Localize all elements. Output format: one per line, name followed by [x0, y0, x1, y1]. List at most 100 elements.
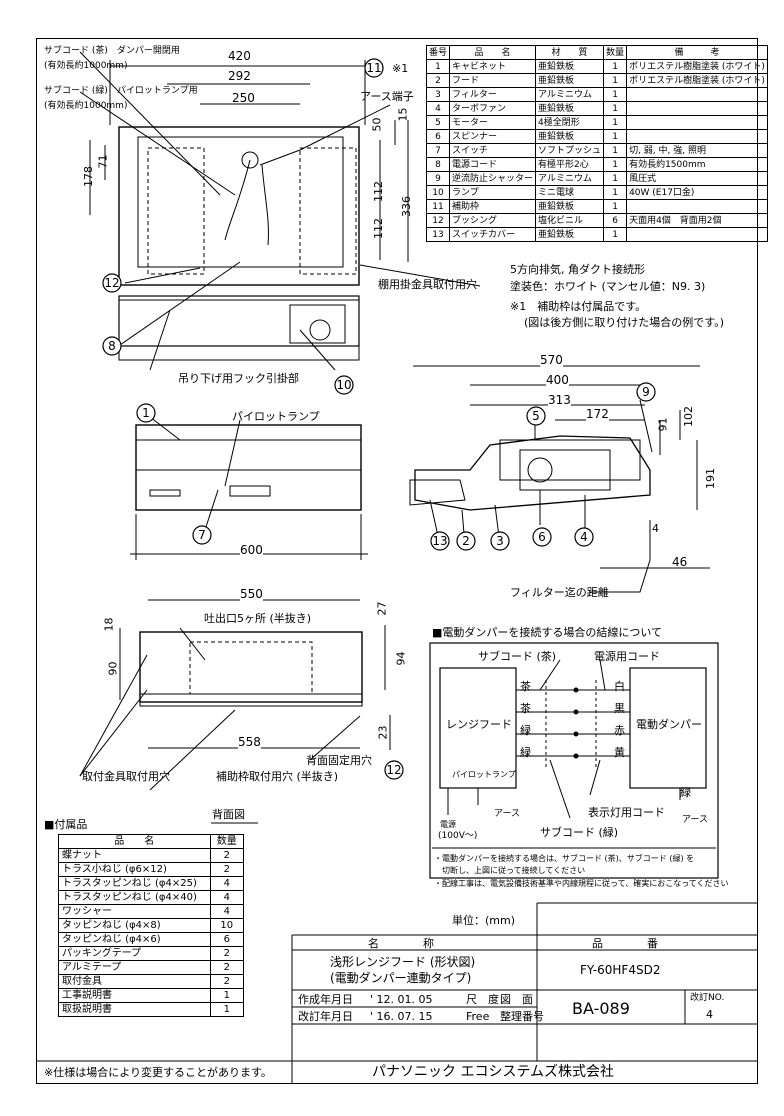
wiring-green-label: 緑 — [680, 786, 691, 799]
callout-2: 2 — [456, 531, 476, 551]
aux-frame-note: ※1 補助枠は付属品です。 — [510, 300, 647, 313]
dim-250: 250 — [232, 91, 255, 105]
spec-header-3: 数量 — [603, 45, 628, 60]
created-date: ' 12. 01. 05 — [370, 993, 433, 1006]
acc-row: トラス小ねじ (φ6×12)2 — [58, 862, 245, 877]
revised-label: 改訂年月日 — [298, 1010, 353, 1023]
spec-cell: 4極全閉形 — [535, 115, 605, 130]
spec-cell: 1 — [603, 59, 628, 74]
spec-cell: 9 — [425, 171, 451, 186]
spec-cell: アルミニウム — [535, 87, 605, 102]
spec-cell: 有効長約1500mm — [626, 157, 768, 172]
dim-172: 172 — [586, 407, 609, 421]
dim-336: 336 — [400, 196, 413, 217]
dim-570: 570 — [540, 353, 563, 367]
top-view-drawing — [79, 51, 481, 371]
acc-cell: 1 — [209, 1002, 245, 1017]
spec-cell: 40W (E17口金) — [626, 185, 768, 200]
spec-cell: 1 — [603, 129, 628, 144]
spec-cell: 1 — [603, 73, 628, 88]
wiring-earth-2: アース — [682, 815, 709, 825]
acc-row: タッピンねじ (φ4×6)6 — [58, 932, 245, 947]
pilot-lamp-label: パイロットランプ — [232, 410, 320, 423]
svg-text:13: 13 — [432, 534, 447, 548]
acc-cell: 4 — [209, 890, 245, 905]
acc-cell: タッピンねじ (φ4×8) — [58, 918, 211, 933]
outlet-label: 吐出口5ヶ所 (半抜き) — [204, 612, 312, 625]
accessories-title: ■付属品 — [44, 818, 88, 831]
spec-cell: 1 — [603, 227, 628, 242]
dim-600: 600 — [240, 543, 263, 557]
scale-label: 尺 度 — [466, 993, 499, 1006]
dim-400: 400 — [546, 373, 569, 387]
part-number: FY-60HF4SD2 — [580, 963, 661, 977]
dim-313: 313 — [548, 393, 571, 407]
wire-right-1: 白 — [614, 680, 625, 693]
acc-row: タッピンねじ (φ4×8)10 — [58, 918, 245, 933]
product-name-2: (電動ダンパー連動タイプ) — [330, 971, 472, 985]
wiring-title: ■電動ダンパーを接続する場合の結線について — [432, 626, 663, 639]
spec-cell: スイッチ — [449, 143, 537, 158]
spec-cell — [626, 199, 768, 214]
wiring-hood-label: レンジフード — [446, 718, 512, 731]
wiring-sub-green: サブコード (緑) — [540, 826, 619, 839]
drawing-number: BA-089 — [572, 999, 630, 1018]
acc-row: トラスタッピンねじ (φ4×40)4 — [58, 890, 245, 905]
acc-header-1: 数量 — [209, 834, 245, 849]
wire-left-3: 緑 — [520, 724, 531, 737]
acc-cell: ワッシャー — [58, 904, 211, 919]
dim-112-a: 112 — [372, 181, 385, 202]
spec-cell: 6 — [603, 213, 628, 228]
back-fix-hole-label: 背面固定用穴 — [306, 754, 372, 767]
spec-cell — [626, 129, 768, 144]
hook-label: 吊り下げ用フック引掛部 — [178, 372, 299, 385]
spec-cell: 逆流防止シャッター — [449, 171, 537, 186]
unit-label: 単位：(mm) — [452, 914, 516, 927]
title-block-lines — [36, 902, 758, 1084]
spec-cell: ターボファン — [449, 101, 537, 116]
wiring-power-cord: 電源用コード — [594, 650, 660, 663]
spec-cell: 3 — [425, 87, 451, 102]
wiring-note-1: ・電動ダンパーを接続する場合は、サブコード (茶)、サブコード (緑) を — [434, 854, 695, 863]
svg-text:10: 10 — [336, 378, 351, 392]
acc-cell: アルミテープ — [58, 960, 211, 975]
sub-cord-brown-length: (有効長約1000mm) — [44, 61, 128, 71]
acc-cell: 工事説明書 — [58, 988, 211, 1003]
svg-text:12: 12 — [386, 763, 401, 777]
spec-cell: 電源コード — [449, 157, 537, 172]
revision-number: 4 — [706, 1008, 713, 1021]
spec-cell: 1 — [603, 115, 628, 130]
spec-header-0: 番号 — [425, 45, 451, 60]
spec-cell: ポリエステル樹脂塗装 (ホワイト) — [626, 59, 768, 74]
acc-cell: トラスタッピンねじ (φ4×40) — [58, 890, 211, 905]
wiring-note-2: ・配線工事は、電気設備技術基準や内線規程に従って、確実におこなってください — [434, 879, 729, 888]
spec-cell: 亜鉛鉄板 — [535, 101, 605, 116]
svg-text:1: 1 — [142, 406, 150, 420]
callout-12: 12 — [102, 273, 122, 293]
spec-cell: 風圧式 — [626, 171, 768, 186]
acc-cell: 2 — [209, 862, 245, 877]
dim-18: 18 — [102, 617, 116, 632]
acc-header-0: 品 名 — [58, 834, 211, 849]
filter-distance-label: フィルター迄の距離 — [510, 586, 609, 599]
svg-text:2: 2 — [462, 534, 470, 548]
callout-12: 12 — [384, 760, 404, 780]
spec-cell: 亜鉛鉄板 — [535, 73, 605, 88]
callout-3: 3 — [490, 531, 510, 551]
created-label: 作成年月日 — [298, 993, 353, 1006]
dim-558: 558 — [238, 735, 261, 749]
spec-cell: 1 — [603, 199, 628, 214]
wiring-sub-brown: サブコード (茶) — [478, 650, 557, 663]
wiring-note-1b: 切断し、上図に従って接続してください — [434, 866, 586, 875]
dim-112-b: 112 — [372, 218, 385, 239]
spec-cell: ミニ電球 — [535, 185, 605, 200]
